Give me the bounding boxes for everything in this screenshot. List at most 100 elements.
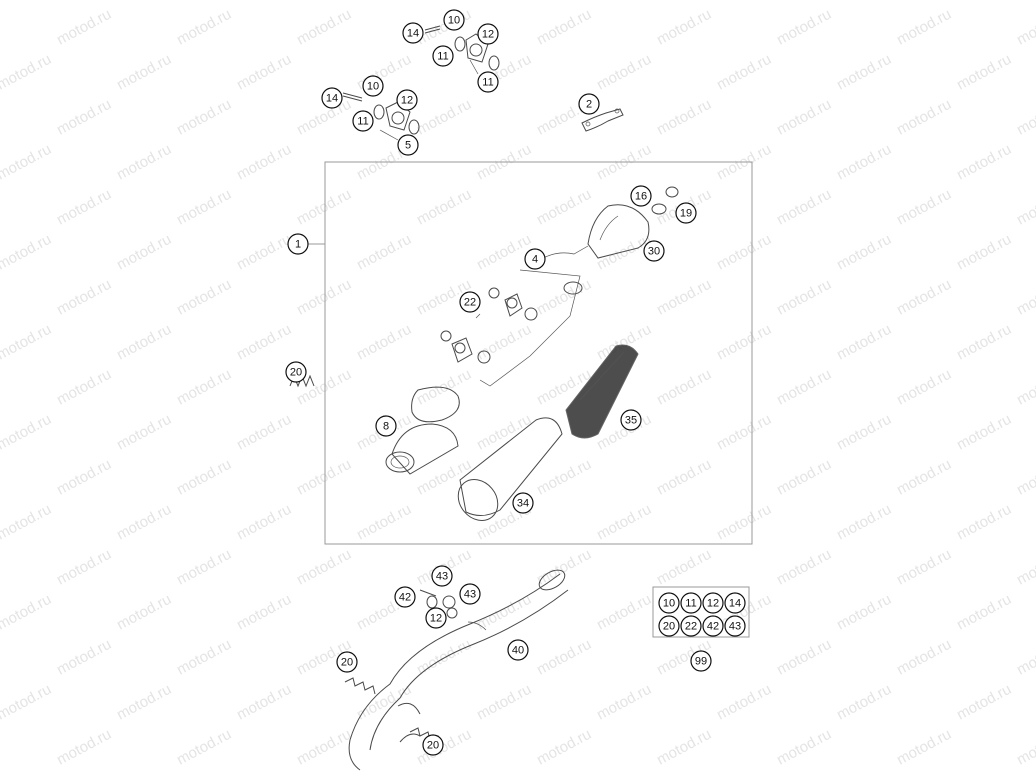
watermark-text: motod.ru xyxy=(0,501,54,544)
watermark-text: motod.ru xyxy=(954,321,1014,364)
watermark-text: motod.ru xyxy=(54,96,114,139)
flange-set-upper xyxy=(424,25,500,75)
watermark-text: motod.ru xyxy=(534,546,594,589)
callout-label: 14 xyxy=(729,598,741,610)
watermark-text: motod.ru xyxy=(1014,546,1036,589)
callout-label: 10 xyxy=(367,81,379,93)
callout-label: 11 xyxy=(482,77,493,89)
callout-11: 11 xyxy=(352,110,374,132)
rear-cone xyxy=(385,423,459,475)
watermark-text: motod.ru xyxy=(234,411,294,454)
watermark-text: motod.ru xyxy=(954,501,1014,544)
watermark-text: motod.ru xyxy=(834,681,894,724)
watermark-text: motod.ru xyxy=(1014,96,1036,139)
header-flange-parts xyxy=(419,589,487,631)
watermark-text: motod.ru xyxy=(834,501,894,544)
watermark-text: motod.ru xyxy=(54,6,114,49)
watermark-text: motod.ru xyxy=(474,411,534,454)
callout-20: 20 xyxy=(336,651,358,673)
watermark-text: motod.ru xyxy=(54,456,114,499)
callout-43: 43 xyxy=(431,565,453,587)
callout-12: 12 xyxy=(702,592,724,614)
callout-label: 4 xyxy=(532,254,538,266)
watermark-text: motod.ru xyxy=(234,321,294,364)
callout-label: 20 xyxy=(341,657,353,669)
watermark-text: motod.ru xyxy=(114,411,174,454)
watermark-text: motod.ru xyxy=(894,96,954,139)
callout-label: 43 xyxy=(464,589,476,601)
callout-label: 5 xyxy=(405,140,411,152)
watermark-text: motod.ru xyxy=(294,546,354,589)
watermark-text: motod.ru xyxy=(114,51,174,94)
callout-12: 12 xyxy=(477,23,499,45)
callout-11: 11 xyxy=(432,45,454,67)
callout-14: 14 xyxy=(402,22,424,44)
watermark-text: motod.ru xyxy=(294,456,354,499)
watermark-text: motod.ru xyxy=(0,321,54,364)
callout-label: 10 xyxy=(448,15,460,27)
callout-label: 12 xyxy=(430,613,442,625)
watermark-text: motod.ru xyxy=(714,231,774,274)
watermark-text: motod.ru xyxy=(174,96,234,139)
callout-16: 16 xyxy=(630,185,652,207)
watermark-text: motod.ru xyxy=(894,186,954,229)
callout-label: 42 xyxy=(399,592,411,604)
callout-label: 30 xyxy=(648,246,660,258)
watermark-text: motod.ru xyxy=(474,231,534,274)
callout-label: 99 xyxy=(695,656,707,668)
watermark-text: motod.ru xyxy=(354,681,414,724)
watermark-text: motod.ru xyxy=(414,186,474,229)
callout-label: 35 xyxy=(625,415,637,427)
callout-label: 20 xyxy=(290,367,302,379)
callout-10: 10 xyxy=(362,75,384,97)
callout-22: 22 xyxy=(680,615,702,637)
watermark-text: motod.ru xyxy=(474,0,534,4)
callout-label: 12 xyxy=(707,598,719,610)
callout-42: 42 xyxy=(702,615,724,637)
callout-label: 20 xyxy=(427,740,439,752)
callout-label: 11 xyxy=(685,598,696,610)
watermark-text: motod.ru xyxy=(294,726,354,769)
watermark-text: motod.ru xyxy=(354,0,414,4)
watermark-text: motod.ru xyxy=(894,276,954,319)
watermark-text: motod.ru xyxy=(714,681,774,724)
watermark-text: motod.ru xyxy=(54,636,114,679)
watermark-text: motod.ru xyxy=(534,186,594,229)
callout-label: 34 xyxy=(517,498,529,510)
rubber-grommet xyxy=(651,186,679,215)
watermark-text: motod.ru xyxy=(594,681,654,724)
callout-label: 12 xyxy=(401,95,413,107)
end-cap-gasket xyxy=(411,386,460,423)
packing-wool xyxy=(565,344,639,439)
callout-40: 40 xyxy=(507,639,529,661)
watermark-text: motod.ru xyxy=(294,6,354,49)
callout-30: 30 xyxy=(643,240,665,262)
watermark-text: motod.ru xyxy=(834,51,894,94)
watermark-text: motod.ru xyxy=(54,366,114,409)
watermark-text: motod.ru xyxy=(894,726,954,769)
watermark-text: motod.ru xyxy=(834,591,894,634)
watermark-text: motod.ru xyxy=(174,6,234,49)
watermark-text: motod.ru xyxy=(714,501,774,544)
watermark-text: motod.ru xyxy=(294,186,354,229)
watermark-text: motod.ru xyxy=(774,276,834,319)
watermark-text: motod.ru xyxy=(954,0,1014,4)
watermark-text: motod.ru xyxy=(714,51,774,94)
callout-2: 2 xyxy=(578,93,600,115)
callout-label: 10 xyxy=(663,598,675,610)
callout-4: 4 xyxy=(524,248,546,270)
watermark-text: motod.ru xyxy=(714,411,774,454)
watermark-text: motod.ru xyxy=(114,501,174,544)
watermark-text: motod.ru xyxy=(534,6,594,49)
callout-42: 42 xyxy=(394,586,416,608)
watermark-text: motod.ru xyxy=(654,6,714,49)
callout-20: 20 xyxy=(658,615,680,637)
watermark-text: motod.ru xyxy=(954,231,1014,274)
watermark-text: motod.ru xyxy=(354,501,414,544)
watermark-text: motod.ru xyxy=(474,681,534,724)
watermark-text: motod.ru xyxy=(654,726,714,769)
watermark-text: motod.ru xyxy=(654,276,714,319)
watermark-text: motod.ru xyxy=(0,0,54,4)
watermark-text: motod.ru xyxy=(414,366,474,409)
callout-label: 8 xyxy=(383,421,389,433)
